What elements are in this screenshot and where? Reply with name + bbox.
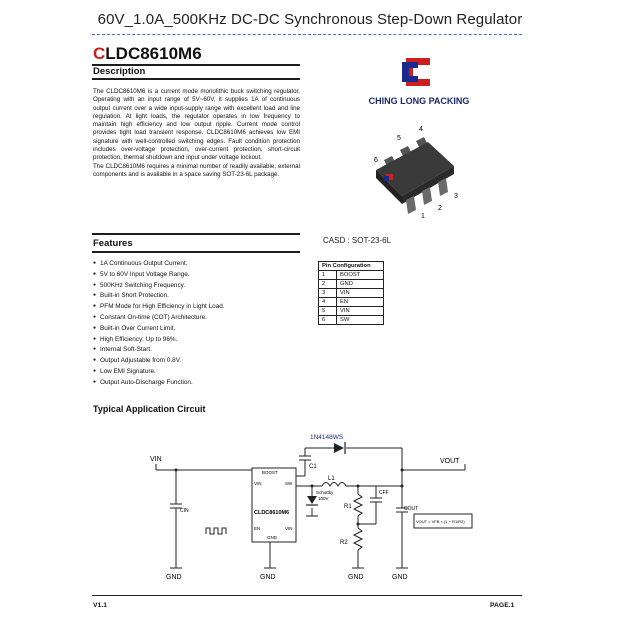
footer-rule bbox=[92, 595, 522, 596]
features-bottom-rule bbox=[92, 251, 300, 253]
pin-number: 2 bbox=[318, 279, 337, 289]
features-heading: Features bbox=[93, 238, 133, 249]
vin-pin-label: VIN bbox=[254, 481, 262, 486]
list-item: Constant On-time (COT) Architecture. bbox=[93, 313, 313, 324]
list-item: Output Adjustable from 0.8V. bbox=[93, 356, 313, 367]
pin-name: SW bbox=[336, 315, 384, 325]
application-circuit-title: Typical Application Circuit bbox=[93, 404, 206, 414]
pin-table-title: Pin Configuration bbox=[318, 261, 384, 271]
schottky-rating-label: 100V bbox=[318, 496, 329, 501]
company-name: CHING LONG PACKING bbox=[368, 96, 470, 106]
pin-number: 5 bbox=[318, 306, 337, 316]
gnd-label: GND bbox=[166, 574, 182, 581]
diode-label: 1N4148WS bbox=[310, 434, 344, 441]
pin-label-2: 2 bbox=[438, 205, 442, 212]
r1-label: R1 bbox=[344, 504, 352, 510]
pin-name: GND bbox=[336, 279, 384, 289]
part-number: CLDC8610M6 bbox=[93, 44, 202, 64]
list-item: 1A Continuous Output Current. bbox=[93, 259, 313, 270]
pin-name: VIN bbox=[336, 306, 384, 316]
part-number-prefix: C bbox=[93, 44, 106, 63]
package-casd-label: CASD : SOT-23-6L bbox=[323, 236, 392, 245]
features-top-rule bbox=[92, 233, 300, 235]
list-item: Internal Soft-Start. bbox=[93, 345, 313, 356]
package-drawing: 6 5 4 1 2 3 bbox=[374, 126, 458, 218]
vin-pin2-label: VIN bbox=[285, 526, 293, 531]
description-para-2: The CLDC8610M6 requires a minimal number… bbox=[93, 162, 300, 178]
description-top-rule bbox=[92, 64, 300, 66]
pin-label-4: 4 bbox=[419, 126, 423, 133]
description-text: The CLDC8610M6 is a current mode monolit… bbox=[93, 88, 300, 179]
pin-label-5: 5 bbox=[397, 135, 401, 142]
description-bottom-rule bbox=[92, 78, 300, 80]
formula-label: VOUT = VFB × (1 + R1/R2) bbox=[416, 519, 465, 524]
pin-number: 3 bbox=[318, 288, 337, 298]
part-number-rest: LDC8610M6 bbox=[105, 44, 202, 63]
features-list: 1A Continuous Output Current. 5V to 60V … bbox=[93, 259, 313, 389]
gnd-label: GND bbox=[348, 574, 364, 581]
document-title: 60V_1.0A_500KHz DC-DC Synchronous Step-D… bbox=[97, 11, 523, 28]
cff-label: CFF bbox=[379, 490, 389, 496]
pin-label-6: 6 bbox=[374, 157, 378, 164]
package-body bbox=[376, 142, 454, 196]
gnd-label: GND bbox=[260, 574, 276, 581]
pin-name: EN bbox=[336, 297, 384, 307]
lead-2 bbox=[422, 187, 432, 205]
list-item: 500KHz Switching Frequency. bbox=[93, 281, 313, 292]
r2-label: R2 bbox=[340, 540, 348, 546]
boost-pin-label: BOOST bbox=[262, 470, 278, 475]
description-para-1: The CLDC8610M6 is a current mode monolit… bbox=[93, 88, 300, 162]
list-item: Low EMI Signature. bbox=[93, 367, 313, 378]
vin-label: VIN bbox=[150, 456, 162, 463]
footer-version: V1.1 bbox=[93, 602, 107, 609]
list-item: Built-in Over Current Limit. bbox=[93, 324, 313, 335]
en-pin-label: EN bbox=[254, 526, 260, 531]
vout-label: VOUT bbox=[440, 458, 460, 465]
lead-1 bbox=[406, 196, 416, 214]
footer-page: PAGE.1 bbox=[490, 602, 515, 609]
gnd-pin-label: GND bbox=[267, 535, 278, 540]
pin-number: 4 bbox=[318, 297, 337, 307]
gnd-label: GND bbox=[392, 574, 408, 581]
list-item: Built-in Short Protection. bbox=[93, 291, 313, 302]
list-item: Output Auto-Discharge Function. bbox=[93, 378, 313, 389]
list-item: High Efficiency: Up to 96%. bbox=[93, 335, 313, 346]
l1-label: L1 bbox=[328, 476, 335, 482]
pin-number: 1 bbox=[318, 270, 337, 280]
sw-pin-label: SW bbox=[285, 481, 293, 486]
company-logo-icon bbox=[402, 58, 430, 86]
cin-label: CIN bbox=[180, 508, 189, 514]
list-item: 5V to 60V Input Voltage Range. bbox=[93, 270, 313, 281]
c1-label: C1 bbox=[309, 464, 317, 470]
pin-name: VIN bbox=[336, 288, 384, 298]
cout-label: COUT bbox=[404, 506, 418, 512]
header-rule bbox=[92, 34, 522, 35]
chip-label: CLDC8610M6 bbox=[254, 510, 289, 516]
pin-label-1: 1 bbox=[421, 213, 425, 218]
lead-3 bbox=[438, 178, 448, 196]
pin-name: BOOST bbox=[336, 270, 384, 280]
application-circuit-diagram: 1N4148WS VIN VOUT C1 L1 CLDC8610M6 BOOST… bbox=[150, 434, 473, 581]
pin-label-3: 3 bbox=[454, 193, 458, 200]
list-item: PFM Mode for High Efficiency in Light Lo… bbox=[93, 302, 313, 313]
pin-number: 6 bbox=[318, 315, 337, 325]
description-heading: Description bbox=[93, 66, 146, 77]
schottky-label: Schottky bbox=[316, 490, 334, 495]
